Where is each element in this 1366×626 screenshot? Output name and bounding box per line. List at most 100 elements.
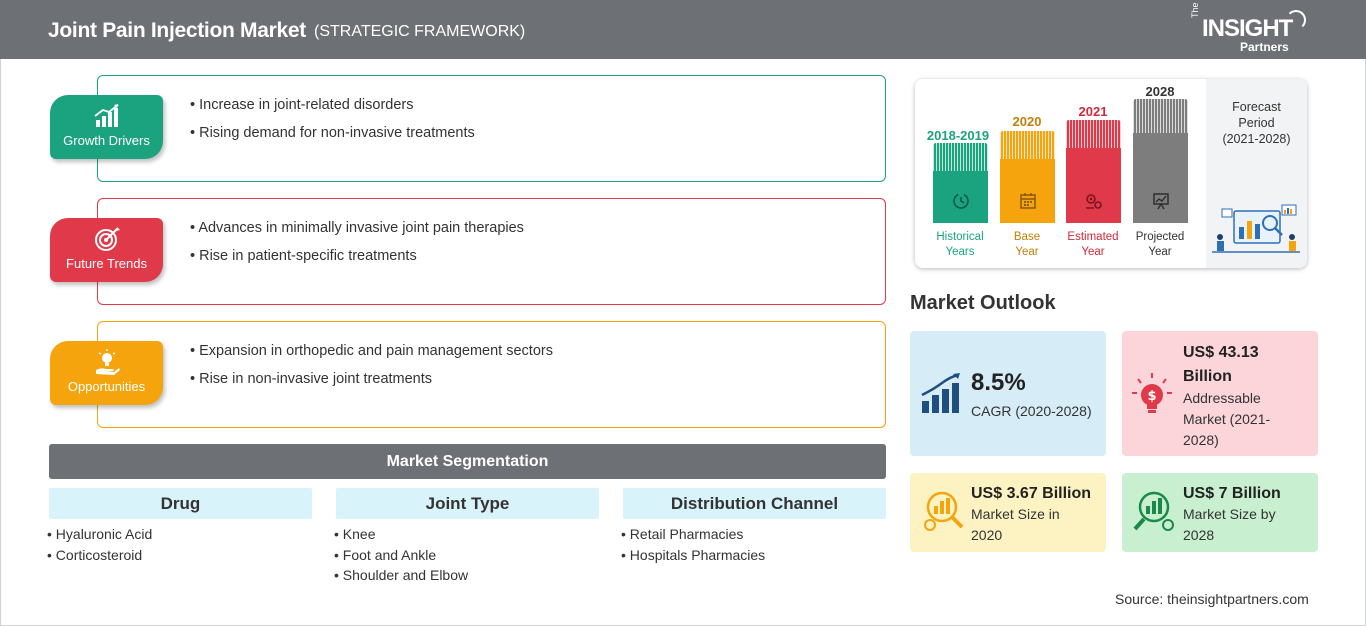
list-item: Shoulder and Elbow xyxy=(334,566,468,587)
desc-line: Market Size by xyxy=(1183,506,1276,522)
svg-text:$: $ xyxy=(1147,389,1156,404)
list-item: Rise in patient-specific treatments xyxy=(190,247,524,275)
growth-drivers-list: Increase in joint-related disorders Risi… xyxy=(190,96,475,152)
timeline-bar-historical xyxy=(933,143,988,223)
source-link[interactable]: Source: theinsightpartners.com xyxy=(1115,591,1309,607)
growth-drivers-badge: Growth Drivers xyxy=(50,95,163,159)
label-line: Period xyxy=(1238,116,1275,130)
target-icon xyxy=(95,227,120,251)
segment-list-distribution-channel: Retail Pharmacies Hospitals Pharmacies xyxy=(621,525,765,566)
desc-line: Market Size in xyxy=(971,506,1060,522)
timeline-label-historical: Historical Years xyxy=(925,230,995,260)
market-size-2020-value: US$ 3.67 Billion xyxy=(971,485,1092,502)
logo-the-text: The xyxy=(1190,2,1200,18)
outlook-card-addressable-market: $ US$ 43.13 Billion Addressable Market (… xyxy=(1122,331,1318,456)
bar-stripes xyxy=(933,143,988,171)
logo-partners-text: Partners xyxy=(1240,40,1289,54)
future-trends-badge: Future Trends xyxy=(50,218,163,282)
label-line: Historical xyxy=(936,231,984,243)
bar-growth-icon xyxy=(921,373,960,413)
list-item: Rising demand for non-invasive treatment… xyxy=(190,124,475,152)
desc-line: 2028) xyxy=(1183,432,1219,448)
list-item: Advances in minimally invasive joint pai… xyxy=(190,219,524,247)
page-subtitle: (STRATEGIC FRAMEWORK) xyxy=(314,23,526,40)
label-line: Estimated xyxy=(1067,231,1119,243)
list-item: Hospitals Pharmacies xyxy=(621,546,765,567)
timeline-year-projected: 2028 xyxy=(1145,84,1175,99)
timeline-label-projected: Projected Year xyxy=(1125,230,1195,260)
future-trends-list: Advances in minimally invasive joint pai… xyxy=(190,219,524,275)
label-line: Forecast xyxy=(1232,100,1281,114)
label-line: Year xyxy=(1015,246,1039,258)
header-bar: Joint Pain Injection Market (STRATEGIC F… xyxy=(0,0,1366,59)
list-item: Hyaluronic Acid xyxy=(47,525,153,546)
timeline-bar-projected xyxy=(1133,99,1188,223)
opportunities-badge: Opportunities xyxy=(50,341,163,405)
future-trends-label: Future Trends xyxy=(66,256,147,271)
forecast-period-label: Forecast Period xyxy=(1206,99,1307,131)
opportunities-list: Expansion in orthopedic and pain managem… xyxy=(190,342,553,398)
list-item: Increase in joint-related disorders xyxy=(190,96,475,124)
segment-list-joint-type: Knee Foot and Ankle Shoulder and Elbow xyxy=(334,525,468,587)
growth-drivers-card: Increase in joint-related disorders Risi… xyxy=(97,75,886,182)
market-size-2028-description: Market Size by 2028 xyxy=(1183,504,1276,546)
label-line: Projected xyxy=(1135,231,1185,243)
label-line: Year xyxy=(1148,246,1172,258)
timeline-label-estimated: Estimated Year xyxy=(1058,230,1128,260)
growth-magnifier-icon xyxy=(1133,491,1174,531)
market-size-2028-value: US$ 7 Billion xyxy=(1183,485,1281,502)
bar-stripes xyxy=(1133,99,1188,133)
timeline-panel: 2018-2019 Historical Years 2020 Base Yea… xyxy=(915,79,1307,268)
forecast-period-range: (2021-2028) xyxy=(1222,132,1291,146)
cagr-description: CAGR (2020-2028) xyxy=(971,403,1092,419)
bar-stripes xyxy=(1000,131,1055,159)
value-line: Billion xyxy=(1183,368,1232,385)
addressable-market-value: US$ 43.13 Billion xyxy=(1183,341,1259,389)
estimate-gears-icon xyxy=(1086,194,1102,209)
desc-line: Market (2021- xyxy=(1183,411,1271,427)
segment-heading-drug: Drug xyxy=(49,488,312,519)
timeline-year-base: 2020 xyxy=(1012,114,1042,129)
calendar-icon xyxy=(1020,193,1036,209)
opportunities-card: Expansion in orthopedic and pain managem… xyxy=(97,321,886,428)
list-item: Corticosteroid xyxy=(47,546,152,567)
list-item: Expansion in orthopedic and pain managem… xyxy=(190,342,553,370)
outlook-card-cagr: 8.5% CAGR (2020-2028) xyxy=(910,331,1106,456)
opportunities-label: Opportunities xyxy=(67,379,146,394)
list-item: Knee xyxy=(334,525,468,546)
lightbulb-hand-icon xyxy=(96,349,120,375)
growth-chart-icon xyxy=(94,104,119,127)
label-line: Base xyxy=(1013,231,1041,243)
segment-heading-joint-type: Joint Type xyxy=(336,488,599,519)
projection-board-icon xyxy=(1153,193,1169,210)
growth-drivers-label: Growth Drivers xyxy=(63,133,150,148)
desc-line: Addressable xyxy=(1183,390,1261,406)
money-magnifier-icon xyxy=(924,491,964,531)
outlook-card-market-size-2020: US$ 3.67 Billion Market Size in 2020 xyxy=(910,473,1106,552)
label-line: Year xyxy=(1081,246,1105,258)
page-title: Joint Pain Injection Market xyxy=(48,19,306,42)
list-item: Retail Pharmacies xyxy=(621,525,765,546)
timeline-bar-estimated xyxy=(1066,120,1121,223)
list-item: Foot and Ankle xyxy=(334,546,468,567)
future-trends-card: Advances in minimally invasive joint pai… xyxy=(97,198,886,305)
logo-arc-icon xyxy=(1286,10,1306,30)
timeline-bar-base xyxy=(1000,131,1055,223)
dollar-bulb-icon: $ xyxy=(1132,373,1172,413)
label-line: Years xyxy=(945,246,975,258)
market-outlook-title: Market Outlook xyxy=(910,292,1056,314)
outlook-card-market-size-2028: US$ 7 Billion Market Size by 2028 xyxy=(1122,473,1318,552)
segment-heading-distribution-channel: Distribution Channel xyxy=(623,488,886,519)
analytics-team-illustration-icon xyxy=(1212,204,1300,253)
history-icon xyxy=(953,193,969,209)
value-line: US$ 43.13 xyxy=(1183,344,1259,361)
timeline-year-estimated: 2021 xyxy=(1078,104,1108,119)
segmentation-title: Market Segmentation xyxy=(49,444,886,479)
segment-list-drug: Hyaluronic Acid Corticosteroid xyxy=(47,525,153,567)
logo-insight-text: INSIGHT xyxy=(1202,15,1293,42)
insight-partners-logo[interactable]: The INSIGHT Partners xyxy=(1188,2,1318,54)
bar-stripes xyxy=(1066,120,1121,148)
timeline-label-base: Base Year xyxy=(992,230,1062,260)
desc-line: 2020 xyxy=(971,527,1003,543)
desc-line: 2028 xyxy=(1183,527,1215,543)
